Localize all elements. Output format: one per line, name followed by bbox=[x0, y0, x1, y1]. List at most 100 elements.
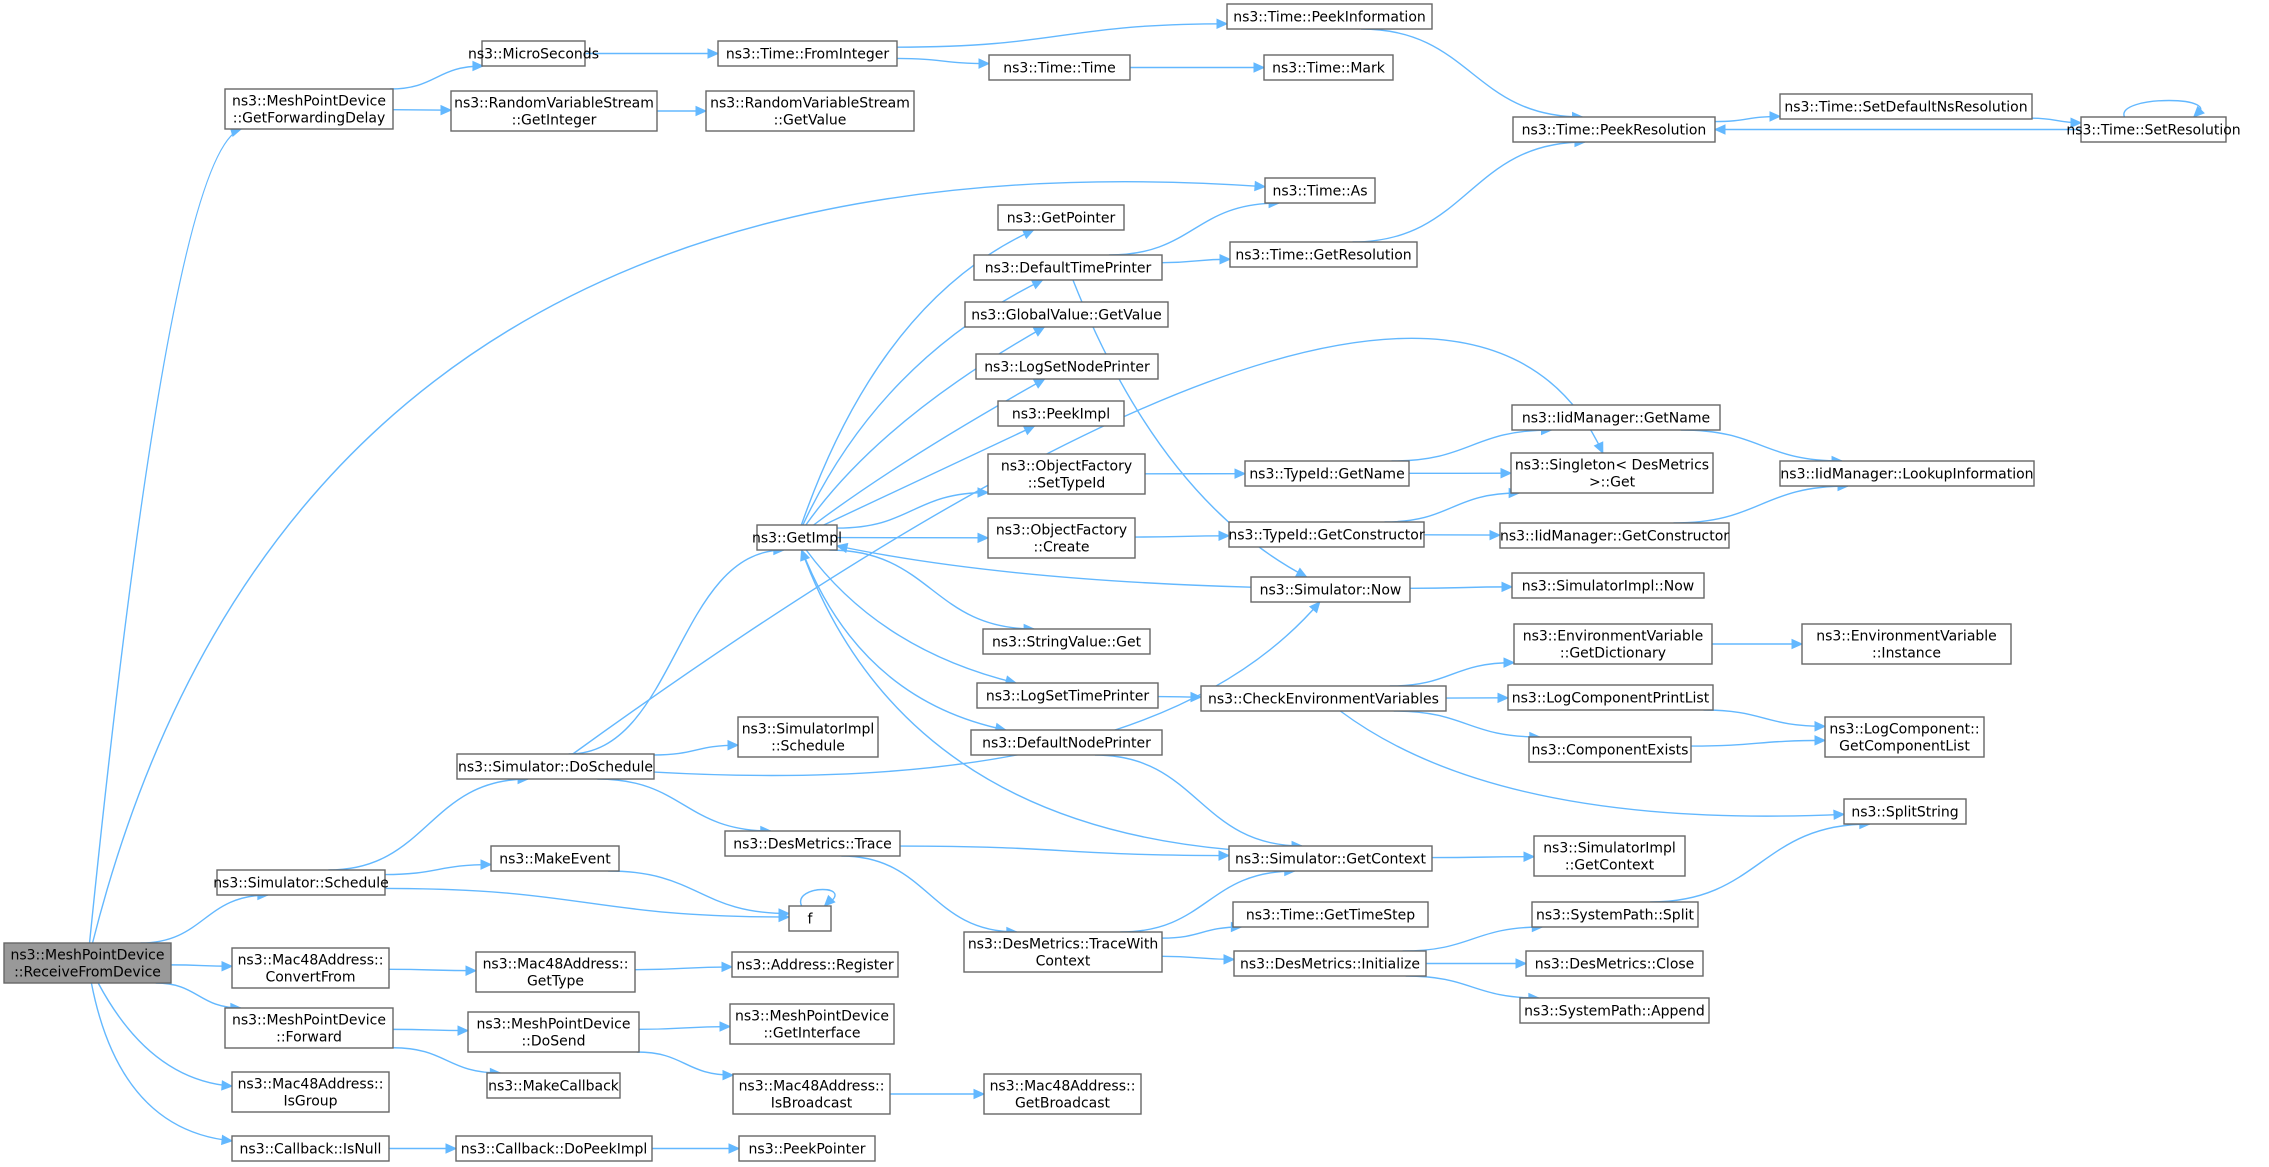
node-box[interactable] bbox=[1801, 623, 2012, 665]
node-n64[interactable]: ns3::Callback::IsNull bbox=[231, 1135, 390, 1162]
node-n1[interactable]: ns3::MeshPointDevice::GetForwardingDelay bbox=[224, 88, 394, 130]
node-n44[interactable]: ns3::SimulatorImpl::GetContext bbox=[1533, 835, 1686, 877]
node-n2[interactable]: ns3::MicroSeconds bbox=[468, 40, 599, 67]
node-n9[interactable]: ns3::Time::SetResolution bbox=[2066, 116, 2241, 143]
node-n57[interactable]: ns3::MeshPointDevice::Forward bbox=[224, 1007, 394, 1049]
node-box[interactable] bbox=[1264, 177, 1376, 204]
node-box[interactable] bbox=[1232, 901, 1429, 928]
node-n10[interactable]: ns3::RandomVariableStream::GetInteger bbox=[450, 90, 658, 132]
node-box[interactable] bbox=[1511, 404, 1721, 431]
node-box[interactable] bbox=[732, 1073, 891, 1115]
node-box[interactable] bbox=[1233, 950, 1427, 977]
node-box[interactable] bbox=[475, 951, 636, 993]
node-box[interactable] bbox=[729, 1003, 895, 1045]
node-n43[interactable]: ns3::Simulator::GetContext bbox=[1228, 845, 1433, 872]
node-n7[interactable]: ns3::Time::PeekResolution bbox=[1512, 116, 1716, 143]
node-n31[interactable]: ns3::EnvironmentVariable::GetDictionary bbox=[1513, 623, 1713, 665]
node-box[interactable] bbox=[983, 1073, 1142, 1115]
node-box[interactable] bbox=[486, 1072, 621, 1099]
node-n20[interactable]: ns3::TypeId::GetName bbox=[1244, 460, 1410, 487]
node-n42[interactable]: ns3::DesMetrics::Trace bbox=[724, 830, 901, 857]
node-box[interactable] bbox=[1510, 452, 1714, 494]
node-box[interactable] bbox=[231, 947, 390, 989]
node-n29[interactable]: ns3::SimulatorImpl::Now bbox=[1511, 572, 1705, 599]
node-box[interactable] bbox=[987, 517, 1136, 559]
node-box[interactable] bbox=[1228, 521, 1425, 548]
node-box[interactable] bbox=[717, 40, 898, 67]
node-box[interactable] bbox=[1779, 460, 2035, 487]
node-n17[interactable]: ns3::LogSetNodePrinter bbox=[975, 353, 1159, 380]
node-box[interactable] bbox=[1250, 576, 1411, 603]
node-n62[interactable]: ns3::Mac48Address::GetBroadcast bbox=[983, 1073, 1142, 1115]
node-box[interactable] bbox=[1244, 460, 1410, 487]
node-box[interactable] bbox=[1507, 684, 1714, 711]
node-box[interactable] bbox=[987, 453, 1146, 495]
node-box[interactable] bbox=[737, 716, 879, 758]
node-box[interactable] bbox=[997, 400, 1125, 427]
node-box[interactable] bbox=[1499, 522, 1730, 549]
node-n27[interactable]: ns3::IidManager::GetConstructor bbox=[1499, 522, 1730, 549]
node-box[interactable] bbox=[1200, 685, 1447, 712]
node-n40[interactable]: ns3::SimulatorImpl::Schedule bbox=[737, 716, 879, 758]
node-n12[interactable]: ns3::Time::As bbox=[1264, 177, 1376, 204]
node-n30[interactable]: ns3::StringValue::Get bbox=[982, 628, 1151, 655]
node-n63[interactable]: ns3::Mac48Address::IsGroup bbox=[231, 1071, 390, 1113]
node-box[interactable] bbox=[1519, 997, 1710, 1024]
node-box[interactable] bbox=[216, 869, 386, 896]
node-n66[interactable]: ns3::PeekPointer bbox=[738, 1135, 876, 1162]
node-box[interactable] bbox=[705, 90, 915, 132]
node-box[interactable] bbox=[973, 254, 1163, 281]
node-n25[interactable]: ns3::ObjectFactory::Create bbox=[987, 517, 1136, 559]
node-box[interactable] bbox=[3, 942, 172, 984]
node-box[interactable] bbox=[481, 40, 586, 67]
node-n35[interactable]: ns3::LogComponentPrintList bbox=[1507, 684, 1714, 711]
node-box[interactable] bbox=[964, 301, 1169, 328]
node-n26[interactable]: ns3::TypeId::GetConstructor bbox=[1228, 521, 1425, 548]
node-box[interactable] bbox=[997, 204, 1125, 231]
node-box[interactable] bbox=[724, 830, 901, 857]
node-box[interactable] bbox=[1779, 93, 2033, 120]
node-n58[interactable]: ns3::MeshPointDevice::DoSend bbox=[467, 1011, 640, 1053]
node-box[interactable] bbox=[975, 353, 1159, 380]
node-n51[interactable]: ns3::DesMetrics::Initialize bbox=[1233, 950, 1427, 977]
node-n18[interactable]: ns3::PeekImpl bbox=[997, 400, 1125, 427]
node-box[interactable] bbox=[1525, 950, 1704, 977]
node-n54[interactable]: ns3::Mac48Address::GetType bbox=[475, 951, 636, 993]
node-n11[interactable]: ns3::RandomVariableStream::GetValue bbox=[705, 90, 915, 132]
node-box[interactable] bbox=[490, 845, 620, 872]
node-n19[interactable]: ns3::ObjectFactory::SetTypeId bbox=[987, 453, 1146, 495]
node-n0[interactable]: ns3::MeshPointDevice::ReceiveFromDevice bbox=[3, 942, 172, 984]
node-box[interactable] bbox=[467, 1011, 640, 1053]
node-box[interactable] bbox=[963, 931, 1163, 973]
node-box[interactable] bbox=[731, 951, 899, 978]
node-n36[interactable]: ns3::LogComponent::GetComponentList bbox=[1824, 716, 1985, 758]
node-box[interactable] bbox=[224, 1007, 394, 1049]
node-n23[interactable]: ns3::IidManager::LookupInformation bbox=[1779, 460, 2035, 487]
node-box[interactable] bbox=[1513, 623, 1713, 665]
node-n41[interactable]: ns3::SplitString bbox=[1843, 798, 1967, 825]
node-n34[interactable]: ns3::CheckEnvironmentVariables bbox=[1200, 685, 1447, 712]
node-box[interactable] bbox=[982, 628, 1151, 655]
node-box[interactable] bbox=[1824, 716, 1985, 758]
node-box[interactable] bbox=[1512, 116, 1716, 143]
node-box[interactable] bbox=[1531, 901, 1699, 928]
node-n56[interactable]: ns3::SystemPath::Append bbox=[1519, 997, 1710, 1024]
node-box[interactable] bbox=[788, 905, 832, 932]
node-n8[interactable]: ns3::Time::SetDefaultNsResolution bbox=[1779, 93, 2033, 120]
node-box[interactable] bbox=[231, 1135, 390, 1162]
node-box[interactable] bbox=[1528, 736, 1692, 763]
node-n65[interactable]: ns3::Callback::DoPeekImpl bbox=[455, 1135, 653, 1162]
node-n52[interactable]: ns3::DesMetrics::Close bbox=[1525, 950, 1704, 977]
node-box[interactable] bbox=[976, 682, 1159, 709]
node-n33[interactable]: ns3::LogSetTimePrinter bbox=[976, 682, 1159, 709]
node-n21[interactable]: ns3::IidManager::GetName bbox=[1511, 404, 1721, 431]
node-n15[interactable]: ns3::Time::GetResolution bbox=[1229, 241, 1418, 268]
node-n32[interactable]: ns3::EnvironmentVariable::Instance bbox=[1801, 623, 2012, 665]
node-n4[interactable]: ns3::Time::PeekInformation bbox=[1226, 3, 1433, 30]
node-box[interactable] bbox=[2080, 116, 2227, 143]
node-n47[interactable]: f bbox=[788, 905, 832, 932]
node-box[interactable] bbox=[231, 1071, 390, 1113]
node-box[interactable] bbox=[456, 753, 655, 780]
node-n3[interactable]: ns3::Time::FromInteger bbox=[717, 40, 898, 67]
